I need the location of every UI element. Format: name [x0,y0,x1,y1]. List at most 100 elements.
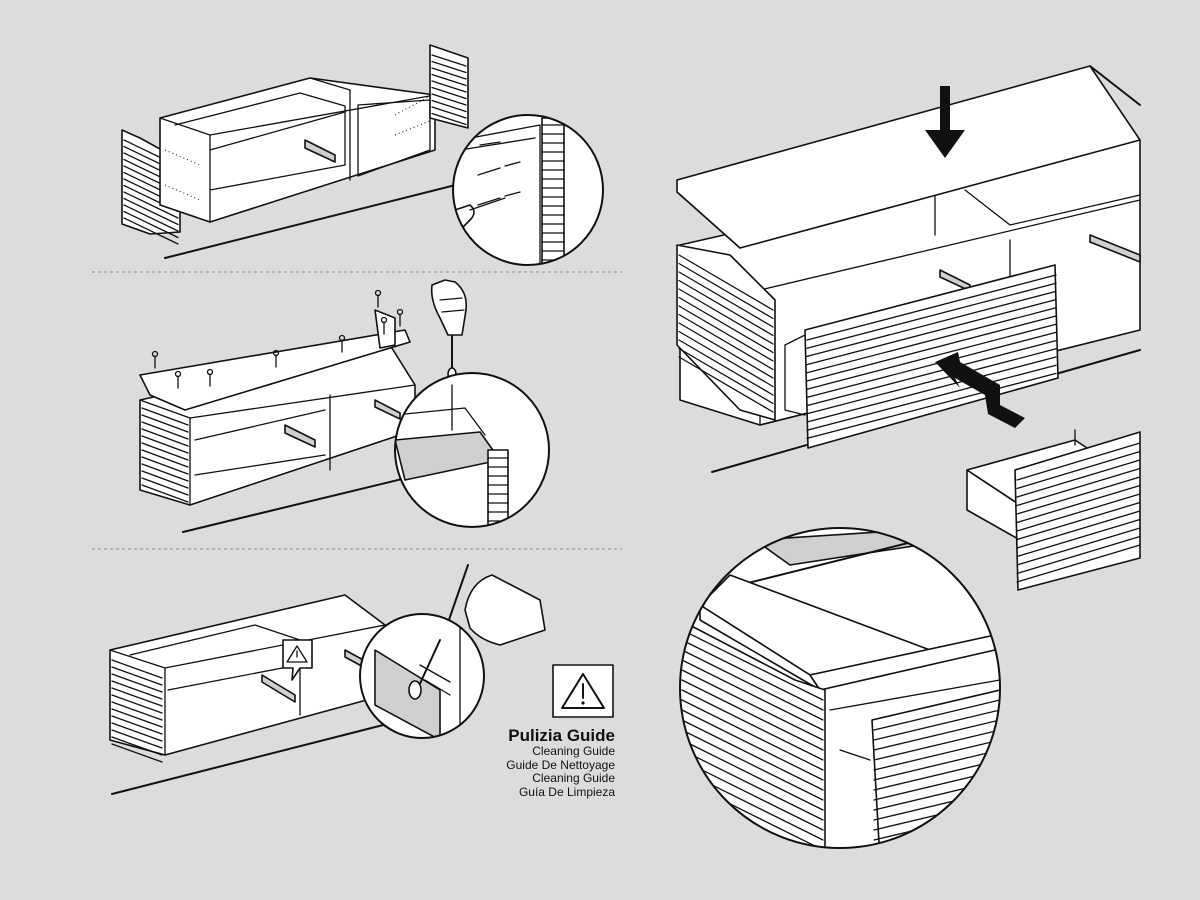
rib-line [678,279,774,337]
rib-line [141,414,189,433]
rib-line [806,339,1057,407]
rib-line [681,759,824,831]
rib-line [431,99,467,113]
guide-title: Pulizia Guide [508,726,615,745]
rib-line [141,456,189,475]
rib-line [111,722,163,742]
rib-line [123,217,179,245]
rib-line [431,73,467,87]
rib-line [678,305,774,362]
rib-line [111,743,163,763]
rib-line [111,708,163,728]
rib-line [678,356,774,413]
rib-line [678,330,774,388]
rib-line [806,307,1057,374]
push-arrow-icon [935,352,1025,428]
rib-line [681,739,824,811]
corner-zoom-detail [680,528,1000,848]
rib-line [806,323,1057,390]
rib-line [141,463,189,482]
rib-line [681,699,824,771]
rib-line [111,687,163,707]
rib-line [141,484,189,503]
step2-top-profile-fixing [139,279,550,533]
rib-line [111,715,163,735]
rib-line [1016,527,1141,566]
rib-line [1016,467,1141,507]
rib-line [681,749,824,821]
rib-line [1016,501,1141,541]
rib-line [141,421,189,440]
guide-translation-en: Cleaning Guide [532,744,615,758]
rib-line [681,629,824,701]
rib-line [678,339,774,396]
rib-line [141,442,189,461]
rib-line [678,262,774,320]
rib-line [806,282,1057,349]
rib-line [806,290,1057,358]
rib-line [431,106,467,119]
rib-line [141,407,189,426]
rib-line [111,680,163,700]
rib-line [678,322,774,379]
rib-line [678,347,774,405]
screws-row [151,289,404,389]
rib-line [1016,544,1141,583]
rib-line [431,54,467,67]
rib-line [678,313,774,371]
rib-line [141,449,189,468]
guide-translation-en-2: Cleaning Guide [532,771,615,785]
rib-line [678,254,774,311]
rib-line [431,80,467,93]
rib-line [873,699,1000,731]
rib-line [1016,476,1141,515]
rib-line [141,470,189,489]
top-and-drawer-assembly [676,65,1141,849]
rib-line [678,288,774,345]
rib-line [1016,518,1141,558]
rib-line [1016,510,1141,549]
rib-line [1016,535,1141,575]
rib-line [141,477,189,496]
rib-line [678,296,774,354]
rib-line [431,86,467,100]
step3-left-panel-ribs [111,659,163,763]
rib-line [111,673,163,693]
step1-side-panel-assembly [121,44,604,266]
rib-line [873,719,1000,751]
rib-line [431,112,467,126]
rib-line [1016,484,1141,524]
rib-line [111,729,163,749]
right-side-panel-ribs [431,54,467,126]
rib-line [681,689,824,761]
rib-line [873,749,1000,781]
rib-line [141,435,189,454]
guide-translation-fr: Guide De Nettoyage [506,757,615,772]
rib-line [1016,442,1141,481]
rib-line [806,364,1057,431]
rib-line [806,315,1057,382]
arrow-down-icon [925,86,965,158]
rib-line [111,736,163,756]
rib-line [431,60,467,74]
rib-line [111,694,163,714]
rib-line [111,701,163,721]
rib-line [806,274,1057,341]
cabinet-side-ribs [678,254,774,413]
rib-line [111,666,163,686]
drawer-ribs [1016,442,1141,583]
drawer-front-ribs [806,274,1057,440]
rib-line [141,428,189,447]
rib-line [1016,493,1141,532]
rib-line [681,669,824,741]
rib-line [806,331,1057,399]
rib-line [681,649,824,721]
rib-line [873,739,1000,771]
rib-line [806,372,1057,440]
rib-line [681,719,824,791]
rib-line [873,729,1000,761]
step3-zoom-detail [360,614,484,738]
rib-line [806,348,1057,415]
